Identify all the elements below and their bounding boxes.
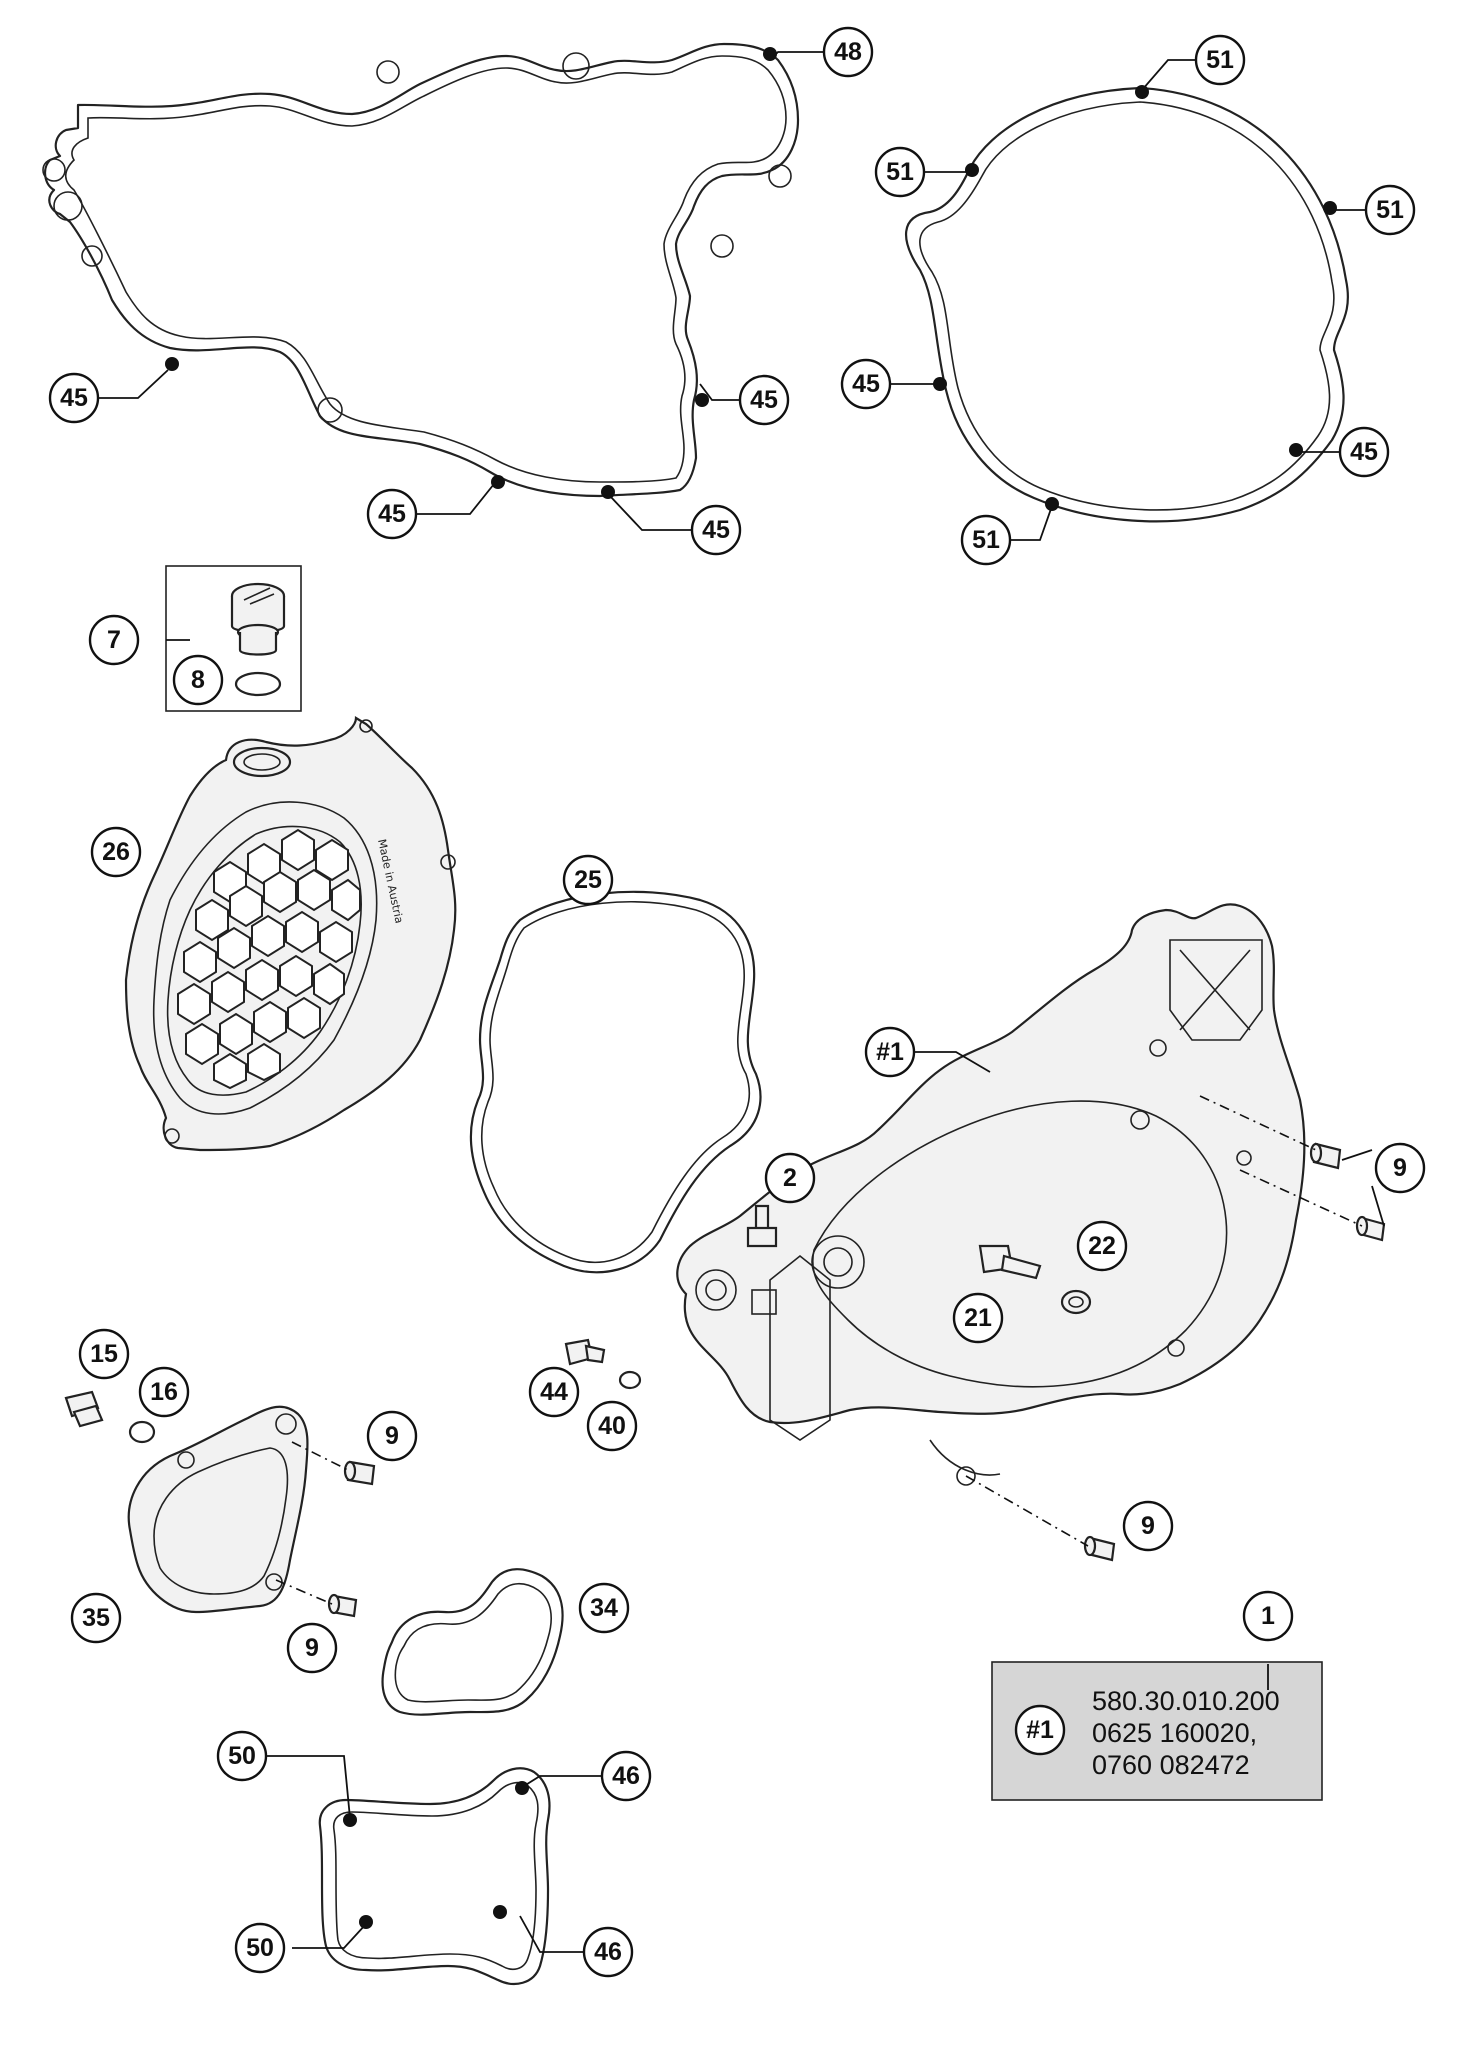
water-pump-gasket-34 xyxy=(381,1568,564,1716)
svg-text:45: 45 xyxy=(60,384,88,412)
svg-text:44: 44 xyxy=(540,1378,568,1406)
svg-text:45: 45 xyxy=(1350,438,1378,466)
svg-text:46: 46 xyxy=(612,1762,640,1790)
inner-clutch-cover-1 xyxy=(676,903,1306,1486)
callout-45-bottom-b[interactable]: 45 xyxy=(690,504,742,556)
svg-text:22: 22 xyxy=(1088,1232,1116,1260)
callout-hash-1-box[interactable]: #1 xyxy=(1014,1704,1066,1756)
svg-text:25: 25 xyxy=(574,866,602,894)
svg-text:51: 51 xyxy=(1206,46,1234,74)
water-pump-cover-35 xyxy=(127,1405,309,1614)
callout-46-top[interactable]: 46 xyxy=(600,1750,652,1802)
callout-45-ring-left[interactable]: 45 xyxy=(840,358,892,410)
svg-text:8: 8 xyxy=(191,666,205,694)
leader-dots xyxy=(165,47,1337,1929)
leader-lines xyxy=(96,51,1385,1953)
svg-text:21: 21 xyxy=(964,1304,992,1332)
part-number-line-2: 0625 160020, xyxy=(1092,1718,1257,1748)
svg-text:45: 45 xyxy=(378,500,406,528)
callout-44[interactable]: 44 xyxy=(528,1366,580,1418)
cover-gasket-25 xyxy=(469,890,762,1274)
washer-22 xyxy=(1060,1289,1092,1315)
callout-48[interactable]: 48 xyxy=(822,26,874,78)
svg-text:26: 26 xyxy=(102,838,130,866)
callout-21[interactable]: 21 xyxy=(952,1292,1004,1344)
screw-21 xyxy=(978,1244,1042,1280)
callout-2[interactable]: 2 xyxy=(764,1152,816,1204)
callout-50-bottom[interactable]: 50 xyxy=(234,1922,286,1974)
svg-text:1: 1 xyxy=(1261,1602,1275,1630)
callout-hash-1[interactable]: #1 xyxy=(864,1026,916,1078)
outer-clutch-cover-26: Made in Austria xyxy=(124,716,457,1152)
callout-1[interactable]: 1 xyxy=(1242,1590,1294,1642)
crankcase-gasket-48 xyxy=(42,42,800,498)
dowel-pin-9-pump-bottom xyxy=(327,1593,358,1618)
callout-46-bottom[interactable]: 46 xyxy=(582,1926,634,1978)
callout-45-left-right[interactable]: 45 xyxy=(738,374,790,426)
callout-45-bottom-a[interactable]: 45 xyxy=(366,488,418,540)
breather-nipple-2 xyxy=(746,1204,778,1248)
callout-51-left[interactable]: 51 xyxy=(874,146,926,198)
svg-text:40: 40 xyxy=(598,1412,626,1440)
washer-40 xyxy=(618,1370,642,1390)
dowel-pin-9-pump-top xyxy=(343,1460,376,1486)
svg-text:45: 45 xyxy=(852,370,880,398)
svg-text:7: 7 xyxy=(107,626,121,654)
dowel-pin-9-cover-bottom xyxy=(1083,1535,1116,1562)
plug-15 xyxy=(64,1390,104,1428)
callout-15[interactable]: 15 xyxy=(78,1328,130,1380)
part-number-line-3: 0760 082472 xyxy=(1092,1750,1250,1780)
svg-text:45: 45 xyxy=(750,386,778,414)
callout-16[interactable]: 16 xyxy=(138,1366,190,1418)
svg-text:9: 9 xyxy=(1141,1512,1155,1540)
callout-8[interactable]: 8 xyxy=(172,654,224,706)
svg-text:51: 51 xyxy=(1376,196,1404,224)
callout-45-left[interactable]: 45 xyxy=(48,372,100,424)
part-number-line-1: 580.30.010.200 xyxy=(1092,1686,1280,1716)
vent-honeycomb xyxy=(177,828,361,1090)
dowel-pin-9-right-b xyxy=(1355,1215,1386,1242)
svg-text:50: 50 xyxy=(246,1934,274,1962)
clutch-cover-gasket-51 xyxy=(905,86,1349,523)
callout-25[interactable]: 25 xyxy=(562,854,614,906)
bolt-44 xyxy=(564,1338,606,1366)
svg-text:9: 9 xyxy=(385,1422,399,1450)
svg-text:#1: #1 xyxy=(876,1038,904,1066)
svg-text:45: 45 xyxy=(702,516,730,544)
dowel-pin-9-right-a xyxy=(1309,1142,1342,1170)
callout-51-top[interactable]: 51 xyxy=(1194,34,1246,86)
svg-text:48: 48 xyxy=(834,38,862,66)
svg-text:9: 9 xyxy=(1393,1154,1407,1182)
seal-ring-16 xyxy=(128,1420,156,1444)
callout-50-top[interactable]: 50 xyxy=(216,1730,268,1782)
svg-text:34: 34 xyxy=(590,1594,618,1622)
callout-9-right[interactable]: 9 xyxy=(1374,1142,1426,1194)
callout-35[interactable]: 35 xyxy=(70,1592,122,1644)
callout-7[interactable]: 7 xyxy=(88,614,140,666)
callout-34[interactable]: 34 xyxy=(578,1582,630,1634)
svg-text:35: 35 xyxy=(82,1604,110,1632)
water-pump-gasket-50-46 xyxy=(318,1767,551,1985)
callout-51-bottom[interactable]: 51 xyxy=(960,514,1012,566)
svg-text:51: 51 xyxy=(972,526,1000,554)
svg-text:51: 51 xyxy=(886,158,914,186)
svg-text:46: 46 xyxy=(594,1938,622,1966)
callout-9-pump-top[interactable]: 9 xyxy=(366,1410,418,1462)
callout-45-ring-right[interactable]: 45 xyxy=(1338,426,1390,478)
svg-text:#1: #1 xyxy=(1026,1716,1054,1744)
callout-40[interactable]: 40 xyxy=(586,1400,638,1452)
callout-9-pump-bottom[interactable]: 9 xyxy=(286,1622,338,1674)
callout-26[interactable]: 26 xyxy=(90,826,142,878)
callout-9-cover-bottom[interactable]: 9 xyxy=(1122,1500,1174,1552)
svg-text:9: 9 xyxy=(305,1634,319,1662)
callout-51-right[interactable]: 51 xyxy=(1364,184,1416,236)
svg-text:15: 15 xyxy=(90,1340,118,1368)
svg-text:2: 2 xyxy=(783,1164,797,1192)
svg-text:50: 50 xyxy=(228,1742,256,1770)
callout-22[interactable]: 22 xyxy=(1076,1220,1128,1272)
svg-text:16: 16 xyxy=(150,1378,178,1406)
